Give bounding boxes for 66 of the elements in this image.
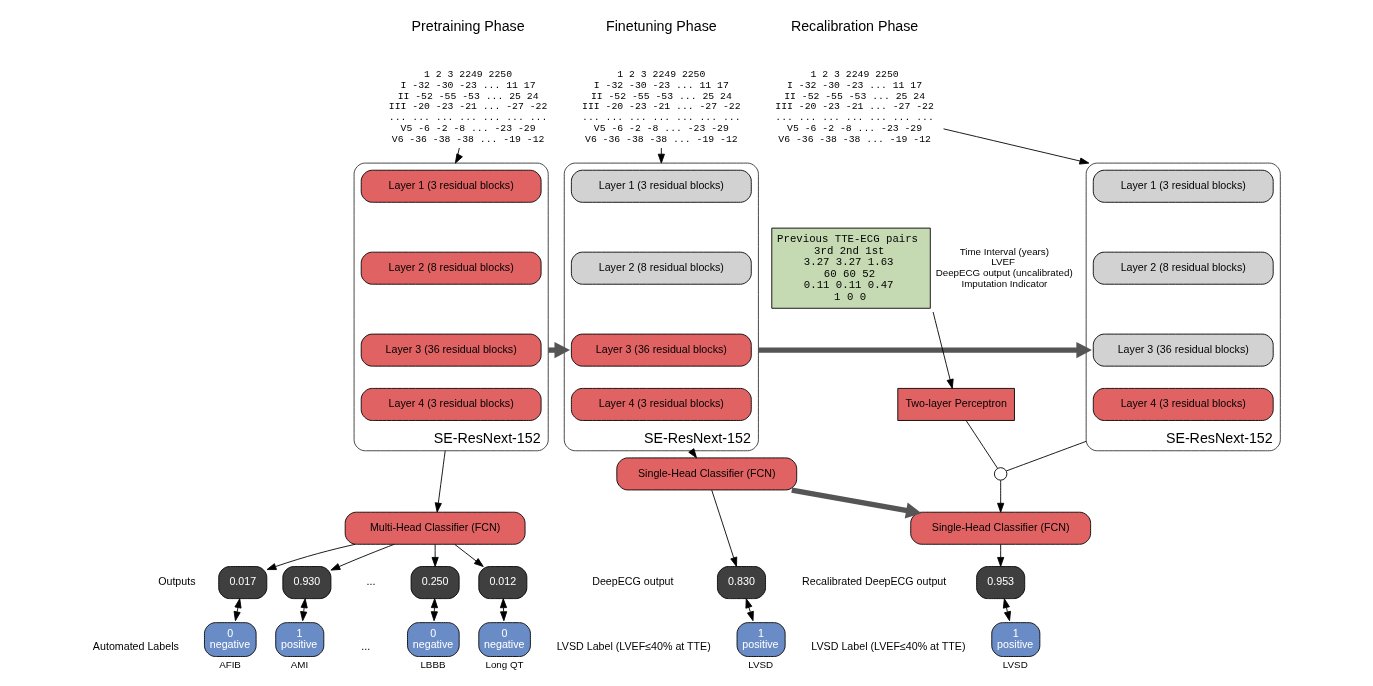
arrow [430,598,438,622]
node-label: AFIB [219,658,241,670]
node-box: Layer 1 (3 residual blocks) [570,169,752,203]
arrow [943,128,1090,165]
node-box: 0.017 [218,566,268,600]
node-label: Long QT [485,658,524,670]
label: ... [361,640,371,653]
node-box: Layer 2 (8 residual blocks) [360,251,542,285]
arrow [791,487,922,519]
label: Pretraining Phase [411,18,525,35]
label: Finetuning Phase [605,18,717,35]
node-box: Layer 2 (8 residual blocks) [570,251,752,285]
node-box: 0.250 [410,566,460,600]
label: Outputs [158,575,196,588]
arrow [997,480,1005,513]
node-label: LBBB [420,658,446,670]
node-box: Layer 1 (3 residual blocks) [360,169,542,203]
label: LVSD Label (LVEF≤40% at TTE) [811,640,966,653]
arrow [431,543,439,567]
node-label: LVEF [991,256,1016,268]
arrow [434,450,446,513]
node-text: 1 2 3 2249 2250 I -32 -30 -23 ... 11 17 II -52 -55 -53 ... 25 24 III -20 -23 -21 ... -27 -22 ... ... ... ... ... ... ... V5 -6 -2 -8 ... -23 -29 V6 -36 -38 -38 ... -19 -12 [582,69,741,145]
node-box: Layer 2 (8 residual blocks) [1092,251,1274,285]
node-box: Single-Head Classifier (FCN) [910,511,1092,545]
node-label: Imputation Indicator [961,277,1048,289]
label: Recalibrated DeepECG output [802,575,947,588]
node-box: 0.830 [717,566,766,600]
node-box: Layer 1 (3 residual blocks) [1092,169,1274,203]
arrow [454,543,484,567]
connector [965,420,998,469]
arrow [330,543,395,571]
node-label: LVSD [748,658,773,670]
node-box: Layer 3 (36 residual blocks) [570,333,752,367]
arrow [300,598,308,622]
arrow [745,598,754,622]
arrow [499,598,508,622]
node-box: Layer 4 (3 residual blocks) [360,387,542,421]
node-circle [994,467,1008,481]
node-label: Time Interval (years) [959,245,1050,257]
arrow [1002,598,1011,622]
label: ... [366,575,376,588]
label: Recalibration Phase [790,18,919,35]
node-label: AMI [290,658,309,670]
arrow [758,341,1092,359]
node-box: Layer 3 (36 residual blocks) [360,333,542,367]
node-box: Multi-Head Classifier (FCN) [344,511,526,545]
arrow [932,311,954,389]
label: Automated Labels [92,640,179,653]
label: DeepECG output [592,575,674,588]
node-box: 0.930 [282,566,332,600]
node-text: 1 2 3 2249 2250 I -32 -30 -23 ... 11 17 II -52 -55 -53 ... 25 24 III -20 -23 -21 ... -27 -22 ... ... ... ... ... ... ... V5 -6 -2 -8 ... -23 -29 V6 -36 -38 -38 ... -19 -12 [388,69,548,145]
node-label: LVSD [1002,658,1028,670]
node-box: Layer 3 (36 residual blocks) [1092,333,1274,367]
arrow [711,489,738,567]
node-box: Two-layer Perceptron [897,387,1015,421]
node-box: Layer 4 (3 residual blocks) [570,387,752,421]
connector [1005,440,1087,472]
node-box: 0.953 [976,566,1026,600]
label: LVSD Label (LVEF≤40% at TTE) [556,640,711,653]
node-box: Layer 4 (3 residual blocks) [1092,387,1274,421]
arrow [997,543,1005,567]
node-box: Single-Head Classifier (FCN) [616,457,798,491]
node-box: 0.012 [478,566,528,600]
arrow [266,543,356,570]
node-text: 1 2 3 2249 2250 I -32 -30 -23 ... 11 17 II -52 -55 -53 ... 25 24 III -20 -23 -21 ... -27 -22 ... ... ... ... ... ... ... V5 -6 -2 -8 ... -23 -29 V6 -36 -38 -38 ... -19 -12 [775,69,934,145]
node-label: DeepECG output (uncalibrated) [935,267,1073,279]
